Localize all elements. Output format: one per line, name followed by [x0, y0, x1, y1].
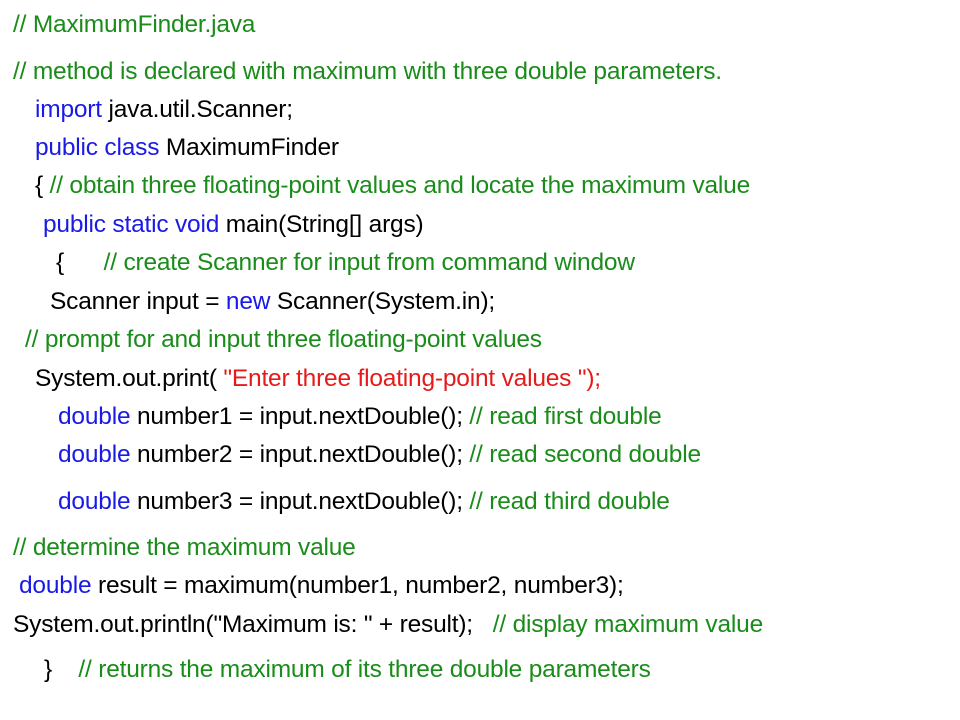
code-segment: } — [44, 656, 79, 683]
code-segment: main(String[] args) — [219, 211, 424, 238]
keyword-segment: public static void — [43, 211, 220, 238]
comment-segment: // prompt for and input three floating-p… — [25, 326, 542, 353]
code-segment: java.util.Scanner; — [101, 96, 293, 123]
code-line: double number3 = input.nextDouble(); // … — [58, 487, 670, 517]
code-line: double number2 = input.nextDouble(); // … — [58, 440, 701, 470]
comment-segment: // read third double — [469, 488, 670, 515]
keyword-segment: double — [19, 572, 92, 599]
code-line: // method is declared with maximum with … — [13, 57, 722, 87]
code-segment: MaximumFinder — [159, 134, 339, 161]
keyword-segment: double — [58, 441, 131, 468]
code-line: double number1 = input.nextDouble(); // … — [58, 402, 662, 432]
comment-segment: // read first double — [469, 403, 662, 430]
comment-segment: // method is declared with maximum with … — [13, 58, 722, 85]
code-segment: number3 = input.nextDouble(); — [130, 488, 470, 515]
code-line: // determine the maximum value — [13, 533, 356, 563]
keyword-segment: import — [35, 96, 102, 123]
code-line: // MaximumFinder.java — [13, 10, 255, 40]
code-line: double result = maximum(number1, number2… — [19, 571, 624, 601]
code-line: // prompt for and input three floating-p… — [25, 325, 542, 355]
code-line: public static void main(String[] args) — [43, 210, 424, 240]
comment-segment: // returns the maximum of its three doub… — [78, 656, 651, 683]
code-segment: result = maximum(number1, number2, numbe… — [91, 572, 624, 599]
code-segment: number2 = input.nextDouble(); — [130, 441, 470, 468]
code-line: Scanner input = new Scanner(System.in); — [50, 287, 495, 317]
code-segment: System.out.print( — [35, 365, 224, 392]
string-segment: "Enter three floating-point values "); — [223, 365, 601, 392]
keyword-segment: new — [225, 288, 271, 315]
keyword-segment: double — [58, 488, 131, 515]
code-line: System.out.print( "Enter three floating-… — [35, 364, 601, 394]
comment-segment: // read second double — [469, 441, 701, 468]
code-line: { // create Scanner for input from comma… — [56, 248, 635, 278]
code-line: public class MaximumFinder — [35, 133, 339, 163]
code-segment: System.out.println("Maximum is: " + resu… — [13, 611, 493, 638]
keyword-segment: double — [58, 403, 131, 430]
comment-segment: // create Scanner for input from command… — [103, 249, 635, 276]
code-segment: Scanner(System.in); — [270, 288, 496, 315]
comment-segment: // determine the maximum value — [13, 534, 356, 561]
comment-segment: // obtain three floating-point values an… — [49, 172, 751, 199]
comment-segment: // display maximum value — [492, 611, 763, 638]
code-segment: { — [56, 249, 104, 276]
code-line: { // obtain three floating-point values … — [35, 171, 750, 201]
code-line: System.out.println("Maximum is: " + resu… — [13, 610, 763, 640]
code-segment: number1 = input.nextDouble(); — [130, 403, 470, 430]
code-segment: { — [35, 172, 50, 199]
comment-segment: // MaximumFinder.java — [13, 11, 256, 38]
code-segment: Scanner input = — [50, 288, 226, 315]
code-line: import java.util.Scanner; — [35, 95, 293, 125]
code-line: } // returns the maximum of its three do… — [44, 655, 651, 685]
keyword-segment: public class — [35, 134, 160, 161]
